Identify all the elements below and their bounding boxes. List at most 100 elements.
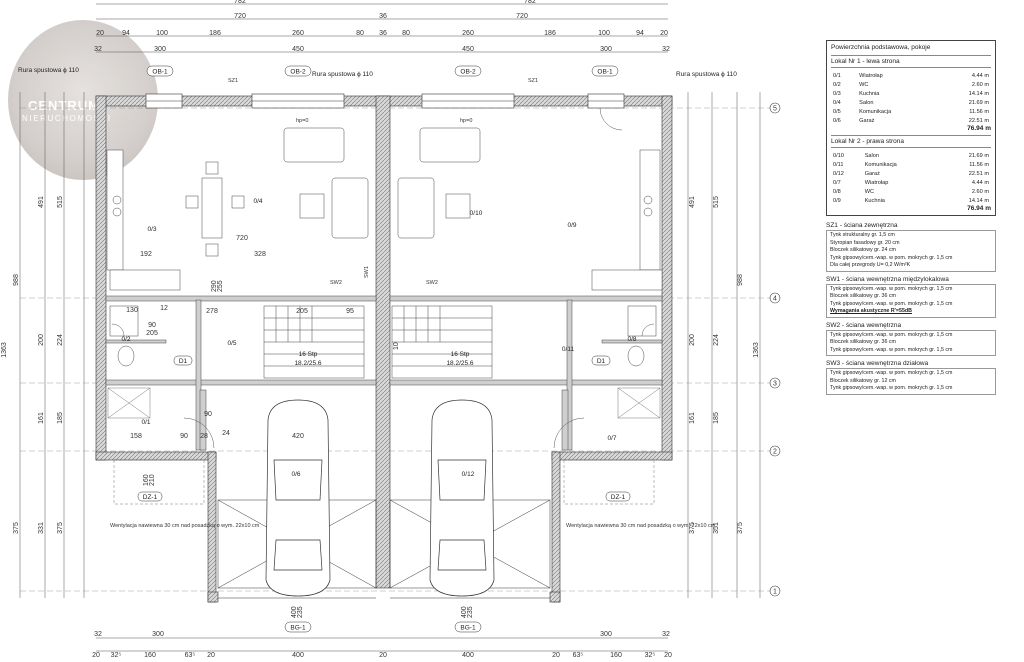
room-label: 0/3 [147, 226, 156, 233]
dim-left: 491 515 200 224 161 185 331 375 375 988 … [1, 196, 64, 534]
wall-layer: Bloczek silikatowy gr. 36 cm [830, 339, 896, 345]
vestibule-marks [107, 387, 661, 505]
wall-layer: Dla całej przegrody U= 0,2 W/m²K [830, 262, 911, 268]
room-label: 0/1 [141, 419, 150, 426]
cell: 4.44 m [971, 72, 989, 79]
dim: 260 [292, 30, 304, 37]
cell: 22.51 m [968, 117, 989, 124]
dim: 255 [217, 280, 224, 292]
wall-layer: Bloczek silikatowy gr. 36 cm [830, 293, 896, 299]
dim: 161 [38, 412, 45, 424]
cell: 4.44 m [971, 179, 989, 186]
dim: 63⁵ [573, 652, 584, 659]
dim: 90 [180, 433, 188, 440]
dim: 300 [600, 46, 612, 53]
dim: 100 [598, 30, 610, 37]
label-bg1-left: BG-1 [290, 625, 306, 632]
dim: 90 [148, 322, 156, 329]
cell: 21.69 m [968, 152, 989, 159]
label-sz1-left: SZ1 [228, 78, 238, 84]
dim: 95 [346, 308, 354, 315]
cell: 14.14 m [968, 197, 989, 204]
dim: 32 [94, 46, 102, 53]
label-hp-right: hp=0 [460, 118, 472, 124]
dim-top-row3: 20 94 100 186 260 80 36 80 260 186 100 9… [96, 30, 668, 37]
cell: Garaż [864, 170, 880, 177]
dim: 988 [737, 274, 744, 286]
car-right [429, 399, 495, 597]
dim: 260 [462, 30, 474, 37]
dim: 185 [57, 412, 64, 424]
dim-top-720-right: 720 [516, 13, 528, 20]
interior-dims: 192 328 720 278 205 95 90 205 420 158 90… [126, 235, 474, 618]
cell: Garaż [859, 117, 875, 124]
dim: 491 [689, 196, 696, 208]
dim-top-total-left: 782 [234, 0, 246, 5]
dim: 328 [254, 251, 266, 258]
dim: 130 [126, 307, 138, 314]
dim: 160 [610, 652, 622, 659]
dim-bottom: 300 [152, 631, 164, 638]
grid-label-4: 4 [773, 296, 777, 303]
dim: 205 [296, 308, 308, 315]
dim: 28 [200, 433, 208, 440]
logo-line2: NIERUCHOMOŚCI [22, 114, 112, 123]
logo-line1: CENTRUM [28, 98, 100, 113]
dim: 36 [379, 30, 387, 37]
wall-heading: SW1 - ściana wewnętrzna międzylokalowa [826, 275, 949, 283]
wall-layers: Tynk strukturalny gr. 1,5 cm Styropian f… [826, 230, 996, 272]
cell: 22.51 m [968, 170, 989, 177]
dim-bottom: 300 [600, 631, 612, 638]
dim: 160 [144, 652, 156, 659]
label-dz1-right: DZ-1 [611, 494, 626, 501]
dim: 24 [222, 430, 230, 437]
cell: 0/4 [833, 99, 841, 106]
label-ob2-left: OB-2 [290, 69, 306, 76]
dim: 32⁵ [645, 652, 656, 659]
grid-label-5: 5 [773, 106, 777, 113]
label-rura-right: Rura spustowa ɸ 110 [676, 71, 737, 78]
room-label: 0/12 [462, 471, 475, 478]
cell: 0/9 [833, 197, 841, 204]
grid-label-2: 2 [773, 449, 777, 456]
wall-layers: Tynk gipsowy/cem.-wap. w pom. mokrych gr… [826, 368, 996, 395]
stairs [263, 305, 493, 379]
lokal1-title: Lokal Nr 1 - lewa strona [831, 55, 991, 68]
room-label: 0/11 [562, 346, 575, 353]
label-stairs-right: 16 Stp [451, 351, 470, 358]
dim-top-total-right: 782 [524, 0, 536, 5]
label-d1-left: D1 [179, 358, 188, 365]
dim: 20 [207, 652, 215, 659]
dim: 400 [462, 652, 474, 659]
door-swings [111, 107, 655, 449]
wall-heading: SZ1 - ściana zewnętrzna [826, 222, 898, 229]
label-stairs-left: 16 Stp [299, 351, 318, 358]
room-label: 0/6 [291, 471, 300, 478]
cell: 0/12 [833, 170, 844, 177]
dim: 20 [552, 652, 560, 659]
label-bg1-right: BG-1 [460, 625, 476, 632]
interior-walls [105, 295, 663, 451]
dim: 450 [462, 46, 474, 53]
legend-panel: Powierzchnia podstawowa, pokoje Lokal Nr… [826, 40, 996, 399]
cell: 0/5 [833, 108, 841, 115]
dim: 192 [140, 251, 152, 258]
room-label: 0/9 [567, 222, 576, 229]
dim: 235 [467, 606, 474, 618]
cell: 2.60 m [971, 188, 989, 195]
dim-top-720-left: 720 [234, 13, 246, 20]
dim: 161 [689, 412, 696, 424]
cell: 0/10 [833, 152, 844, 159]
wall-spec-sw1: SW1 - ściana wewnętrzna międzylokalowa T… [826, 276, 996, 318]
dim: 32⁵ [111, 652, 122, 659]
wall-layer: Bloczek silikatowy gr. 12 cm [830, 377, 896, 384]
dim: 80 [356, 30, 364, 37]
cell: 0/7 [833, 179, 841, 186]
